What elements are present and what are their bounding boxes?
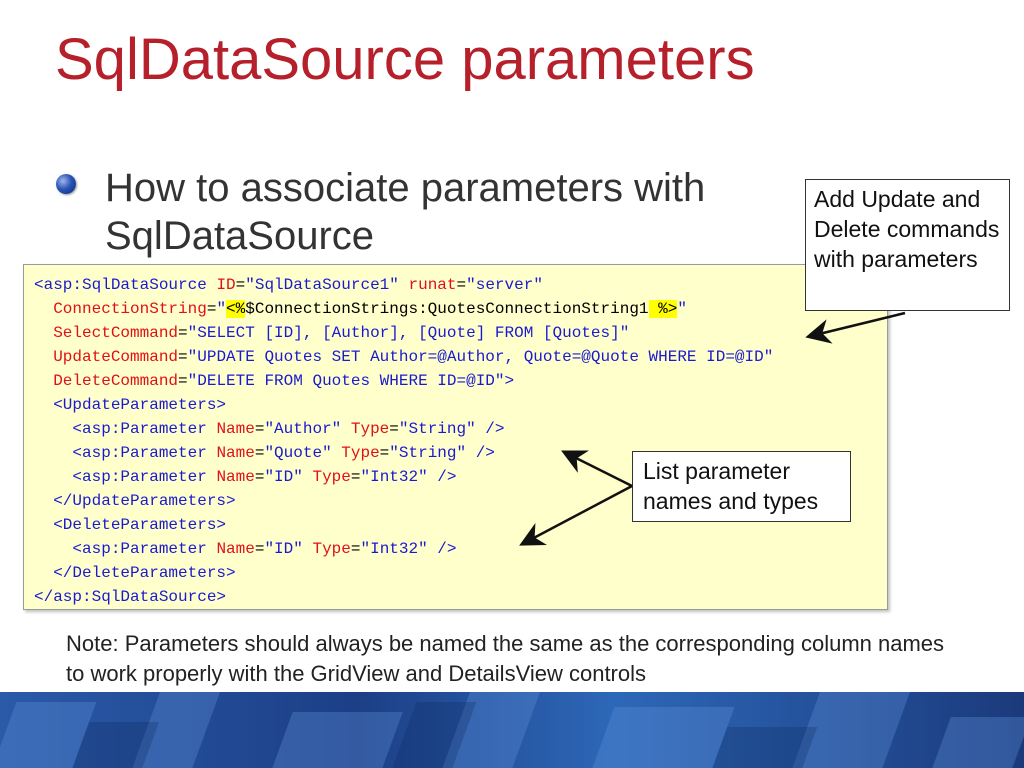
code-token: =: [254, 420, 265, 438]
code-token: Type: [312, 468, 351, 486]
code-token: <DeleteParameters>: [53, 516, 227, 534]
code-token: </UpdateParameters>: [53, 492, 236, 510]
code-line: <asp:Parameter Name="ID" Type="Int32" />: [34, 465, 877, 489]
code-token: <UpdateParameters>: [53, 396, 227, 414]
code-token: =: [254, 468, 265, 486]
code-token: "Int32" />: [360, 540, 457, 558]
code-token: <asp:Parameter: [72, 444, 217, 462]
code-token: =: [178, 324, 188, 342]
code-token: [34, 396, 53, 414]
blue-sphere-bullet-icon: [56, 174, 76, 194]
code-token: =: [456, 276, 467, 294]
code-token: =: [178, 372, 188, 390]
code-token: SelectCommand: [53, 324, 179, 342]
code-token: [34, 540, 72, 558]
code-line: DeleteCommand="DELETE FROM Quotes WHERE …: [34, 369, 877, 393]
code-token: [34, 516, 53, 534]
code-line: ConnectionString="<%$ConnectionStrings:Q…: [34, 297, 877, 321]
code-token: "UPDATE Quotes SET Author=@Author, Quote…: [187, 348, 774, 366]
code-token: =: [350, 540, 361, 558]
code-token: </asp:SqlDataSource>: [34, 588, 227, 606]
code-line: </DeleteParameters>: [34, 561, 877, 585]
code-token: =: [379, 444, 390, 462]
code-block: <asp:SqlDataSource ID="SqlDataSource1" r…: [23, 264, 888, 610]
code-token: <asp:SqlDataSource: [34, 276, 217, 294]
code-token: <asp:Parameter: [72, 468, 217, 486]
code-token: [34, 492, 53, 510]
code-token: ": [216, 300, 227, 318]
code-token: [34, 468, 72, 486]
code-token: =: [254, 540, 265, 558]
callout-parameter-list: List parameter names and types: [632, 451, 851, 522]
code-token: =: [350, 468, 361, 486]
footer-band: [0, 692, 1024, 768]
code-token: [34, 372, 53, 390]
code-token: [34, 444, 72, 462]
code-token: "String" />: [389, 444, 495, 462]
code-token: </DeleteParameters>: [53, 564, 236, 582]
code-token: =: [235, 276, 246, 294]
code-line: <asp:SqlDataSource ID="SqlDataSource1" r…: [34, 273, 877, 297]
code-token: [34, 300, 53, 318]
code-token: =: [254, 444, 265, 462]
code-token: Name: [216, 444, 255, 462]
code-token: Name: [216, 468, 255, 486]
code-token: <%: [226, 300, 246, 318]
code-token: Type: [341, 444, 380, 462]
code-token: Type: [312, 540, 351, 558]
code-token: "SqlDataSource1": [245, 276, 409, 294]
code-token: $ConnectionStrings:QuotesConnectionStrin…: [245, 300, 649, 318]
code-token: "Quote": [264, 444, 342, 462]
bullet-text: How to associate parameters with SqlData…: [105, 166, 706, 258]
code-line: SelectCommand="SELECT [ID], [Author], [Q…: [34, 321, 877, 345]
code-line: <asp:Parameter Name="Author" Type="Strin…: [34, 417, 877, 441]
code-token: Type: [350, 420, 390, 438]
code-token: Name: [216, 540, 255, 558]
code-token: ID: [216, 276, 236, 294]
code-line: UpdateCommand="UPDATE Quotes SET Author=…: [34, 345, 877, 369]
code-token: "DELETE FROM Quotes WHERE ID=@ID">: [187, 372, 515, 390]
code-token: UpdateCommand: [53, 348, 179, 366]
code-token: runat: [408, 276, 457, 294]
footer-pattern: [0, 692, 1024, 768]
code-line: <asp:Parameter Name="Quote" Type="String…: [34, 441, 877, 465]
code-token: %>: [648, 300, 678, 318]
code-token: "Int32" />: [360, 468, 457, 486]
code-line: <DeleteParameters>: [34, 513, 877, 537]
code-token: "Author": [264, 420, 351, 438]
callout-update-delete: Add Update and Delete commands with para…: [805, 179, 1010, 311]
code-token: Name: [216, 420, 255, 438]
code-token: "ID": [264, 468, 313, 486]
note-text: Note: Parameters should always be named …: [66, 631, 945, 686]
code-token: "server": [466, 276, 543, 294]
code-token: =: [389, 420, 399, 438]
code-token: ": [677, 300, 687, 318]
code-token: "SELECT [ID], [Author], [Quote] FROM [Qu…: [187, 324, 630, 342]
code-token: ConnectionString: [53, 300, 207, 318]
code-token: <asp:Parameter: [72, 540, 217, 558]
slide-title: SqlDataSource parameters: [55, 27, 755, 92]
code-line: </asp:SqlDataSource>: [34, 585, 877, 609]
code-token: =: [178, 348, 188, 366]
code-line: <asp:Parameter Name="ID" Type="Int32" />: [34, 537, 877, 561]
code-token: [34, 348, 53, 366]
code-line: <UpdateParameters>: [34, 393, 877, 417]
code-token: [34, 324, 53, 342]
code-token: =: [206, 300, 217, 318]
code-line: </UpdateParameters>: [34, 489, 877, 513]
code-token: [34, 420, 72, 438]
code-token: "ID": [264, 540, 313, 558]
code-token: "String" />: [398, 420, 505, 438]
code-token: [34, 564, 53, 582]
code-token: DeleteCommand: [53, 372, 179, 390]
code-token: <asp:Parameter: [72, 420, 217, 438]
